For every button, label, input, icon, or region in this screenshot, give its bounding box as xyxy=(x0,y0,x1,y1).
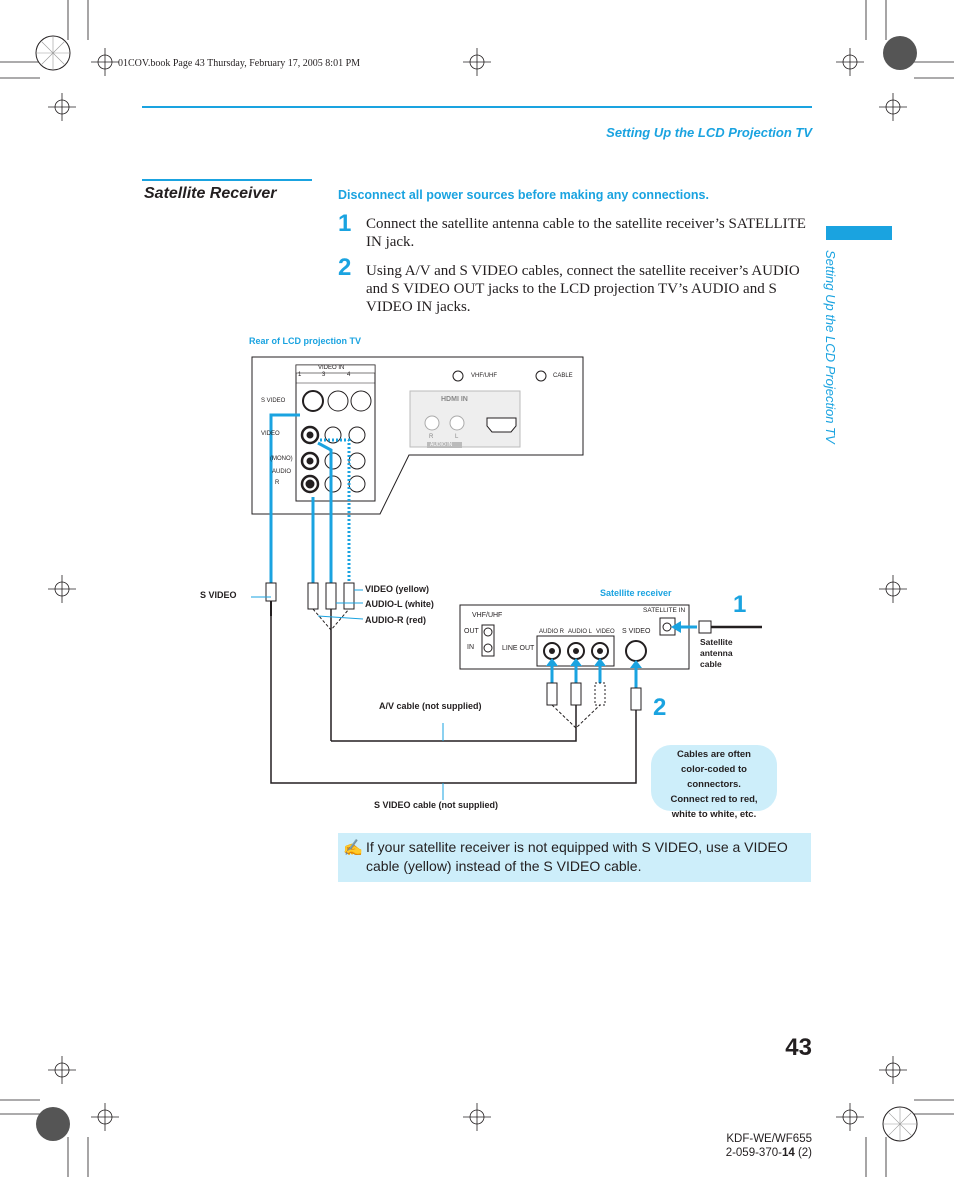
sat-video: VIDEO xyxy=(596,629,615,635)
step-2-number: 2 xyxy=(338,254,352,281)
pencil-icon: ✍ xyxy=(343,840,363,857)
hdmi-r: R xyxy=(429,434,434,440)
in-num-3: 3 xyxy=(322,372,326,378)
av-cable-label: A/V cable (not supplied) xyxy=(379,701,482,711)
side-tab xyxy=(826,226,892,240)
step-2-text: Using A/V and S VIDEO cables, connect th… xyxy=(366,263,800,315)
sat-in: IN xyxy=(467,644,474,651)
connection-diagram xyxy=(251,356,762,800)
step-1-text: Connect the satellite antenna cable to t… xyxy=(366,216,806,250)
note-text: If your satellite receiver is not equipp… xyxy=(366,839,788,874)
page-number: 43 xyxy=(785,1034,812,1061)
audio-in-label: AUDIO IN xyxy=(430,442,453,448)
rear-tv-label: Rear of LCD projection TV xyxy=(249,336,362,346)
audio-r-red-label: AUDIO-R (red) xyxy=(365,615,426,625)
top-rule xyxy=(142,106,812,108)
section-rule xyxy=(142,179,312,181)
model-info: KDF-WE/WF655 2-059-370-14 (2) xyxy=(726,1132,812,1160)
tv-video-port: VIDEO xyxy=(261,431,280,437)
section-title: Satellite Receiver xyxy=(144,185,277,202)
step-1-number: 1 xyxy=(338,210,352,237)
callout-1: 1 xyxy=(733,591,747,618)
sat-s-video: S VIDEO xyxy=(622,628,651,635)
callout-2: 2 xyxy=(653,694,667,721)
satellite-receiver-label: Satellite receiver xyxy=(600,588,672,598)
sat-audio-l: AUDIO L xyxy=(568,629,593,635)
callout-bubble xyxy=(651,745,777,811)
tv-audio: AUDIO xyxy=(272,469,292,475)
note-box xyxy=(338,833,811,882)
sat-audio-r: AUDIO R xyxy=(539,629,565,635)
in-num-4: 4 xyxy=(347,372,351,378)
video-yellow-label: VIDEO (yellow) xyxy=(365,584,430,594)
tv-vhf-uhf: VHF/UHF xyxy=(471,373,497,379)
hdmi-l: L xyxy=(455,434,459,440)
tv-r: R xyxy=(275,480,280,486)
video-in-label: VIDEO IN xyxy=(318,365,345,371)
s-video-cable-label: S VIDEO cable (not supplied) xyxy=(374,800,499,810)
model-line-1: KDF-WE/WF655 xyxy=(726,1133,812,1145)
tv-mono: (MONO) xyxy=(270,456,293,462)
in-num-1: 1 xyxy=(298,372,302,378)
sat-line-out: LINE OUT xyxy=(502,645,535,652)
running-head: Setting Up the LCD Projection TV xyxy=(606,125,812,140)
book-info: 01COV.book Page 43 Thursday, February 17… xyxy=(118,58,361,69)
model-line-2: 2-059-370-14 (2) xyxy=(725,1147,812,1159)
audio-l-white-label: AUDIO-L (white) xyxy=(365,599,434,609)
warning-text: Disconnect all power sources before maki… xyxy=(338,188,709,202)
tv-cable: CABLE xyxy=(553,373,573,379)
sat-vhf-uhf: VHF/UHF xyxy=(472,612,503,619)
sat-out: OUT xyxy=(464,628,479,635)
s-video-label: S VIDEO xyxy=(200,590,237,600)
sat-satellite-in: SATELLITE IN xyxy=(643,607,686,614)
tv-s-video-port: S VIDEO xyxy=(261,398,286,404)
side-tab-label: Setting Up the LCD Projection TV xyxy=(823,250,838,444)
hdmi-in-label: HDMI IN xyxy=(441,396,468,403)
